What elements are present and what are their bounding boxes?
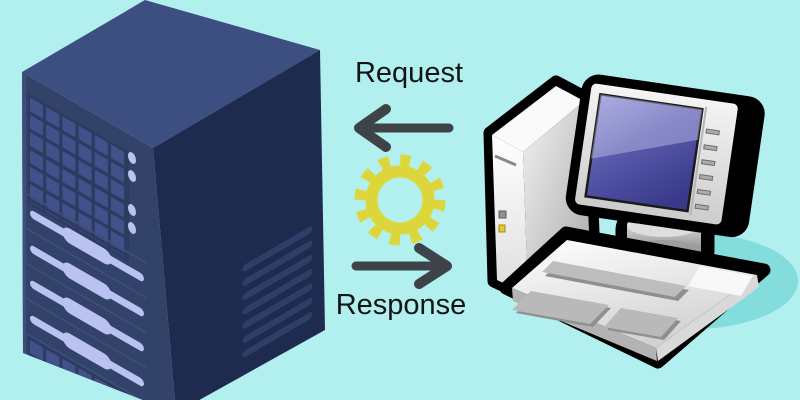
server-edge-highlight xyxy=(22,72,26,365)
monitor-screen xyxy=(584,92,704,213)
server-led xyxy=(128,152,136,164)
arrow-right-icon xyxy=(351,243,452,289)
monitor-buttons xyxy=(694,128,720,211)
response-arrow-head xyxy=(414,243,452,289)
server-top-face xyxy=(22,0,320,148)
computer-keyboard xyxy=(499,226,771,369)
server-led xyxy=(128,170,136,182)
server-led xyxy=(128,222,136,234)
desktop-computer-icon xyxy=(483,74,798,369)
tower-front xyxy=(492,135,528,295)
server-side-face xyxy=(153,50,325,400)
server-side-vents xyxy=(242,226,313,358)
keyboard-front-right xyxy=(656,275,759,361)
keyboard-keys xyxy=(512,261,753,340)
gear-teeth xyxy=(354,154,446,246)
tower-drive-slot xyxy=(494,154,517,167)
server-tower-icon xyxy=(22,0,325,400)
response-label: Response xyxy=(336,289,467,321)
screen-glare xyxy=(591,94,703,159)
arrow-left-icon xyxy=(354,104,454,152)
drive-handles xyxy=(30,210,144,387)
drive-bay-lines xyxy=(26,192,146,400)
gear-ring xyxy=(365,165,435,235)
request-label: Request xyxy=(355,57,463,89)
gear-icon xyxy=(354,154,446,246)
bezel-separator xyxy=(689,106,708,216)
tower-power-led xyxy=(498,224,506,233)
tower-top xyxy=(492,86,584,152)
tower-button xyxy=(498,210,507,219)
vent-grid-1 xyxy=(30,97,127,206)
vent-grid-2 xyxy=(30,150,127,259)
computer-monitor xyxy=(565,74,765,238)
request-arrow-head xyxy=(354,104,391,152)
server-led xyxy=(128,204,136,216)
